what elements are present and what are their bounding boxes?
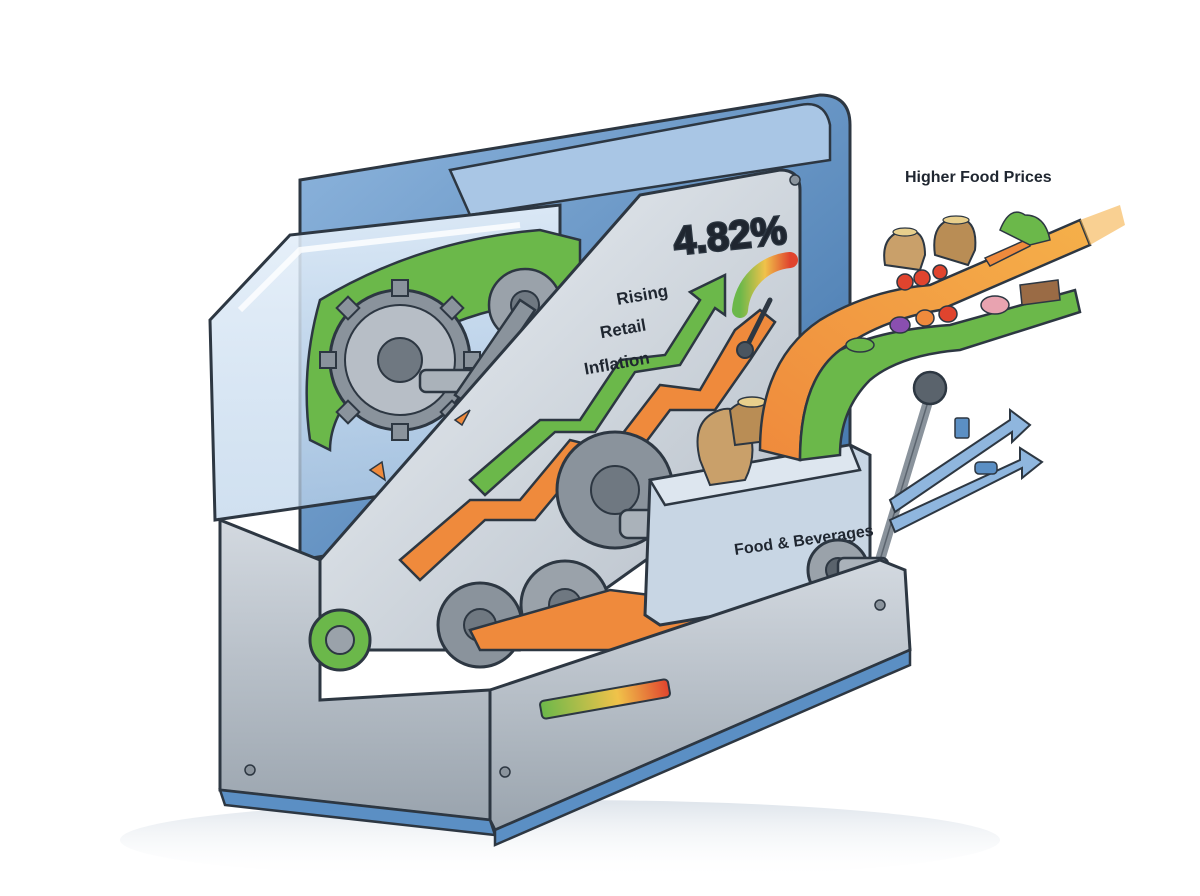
- gauge-needle: [742, 297, 773, 353]
- ground-shadow: [120, 800, 1000, 880]
- gear-large: [319, 279, 481, 441]
- glass-highlight: [237, 222, 521, 313]
- side-dial: [308, 608, 372, 672]
- green-chute: [798, 288, 1082, 462]
- higher-food-prices-label: Higher Food Prices: [905, 169, 1052, 186]
- level-indicator-stripe: [539, 678, 671, 720]
- small-arrow-right: [453, 409, 471, 427]
- inflation-gauge: [732, 252, 798, 359]
- car-icon: [974, 461, 998, 475]
- small-arrow-left: [368, 460, 387, 482]
- output-arrows: [888, 408, 1044, 534]
- screws: [244, 174, 886, 778]
- base-trim-front: [493, 648, 912, 847]
- casing-top: [448, 102, 832, 217]
- food-items: [845, 211, 1061, 353]
- fuel-pump-icon: [954, 417, 970, 439]
- rising-green-arrow: [468, 273, 727, 497]
- chute-trail: [1080, 205, 1125, 245]
